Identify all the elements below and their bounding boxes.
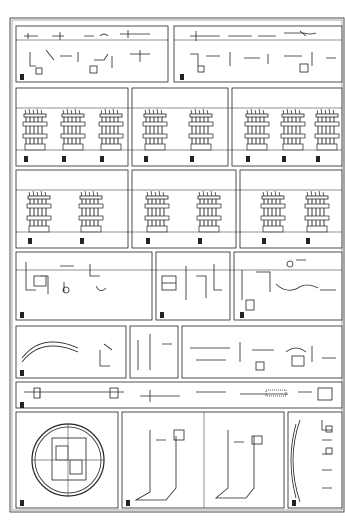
parts-sheet bbox=[9, 17, 345, 513]
sprue-diagram bbox=[9, 17, 345, 513]
